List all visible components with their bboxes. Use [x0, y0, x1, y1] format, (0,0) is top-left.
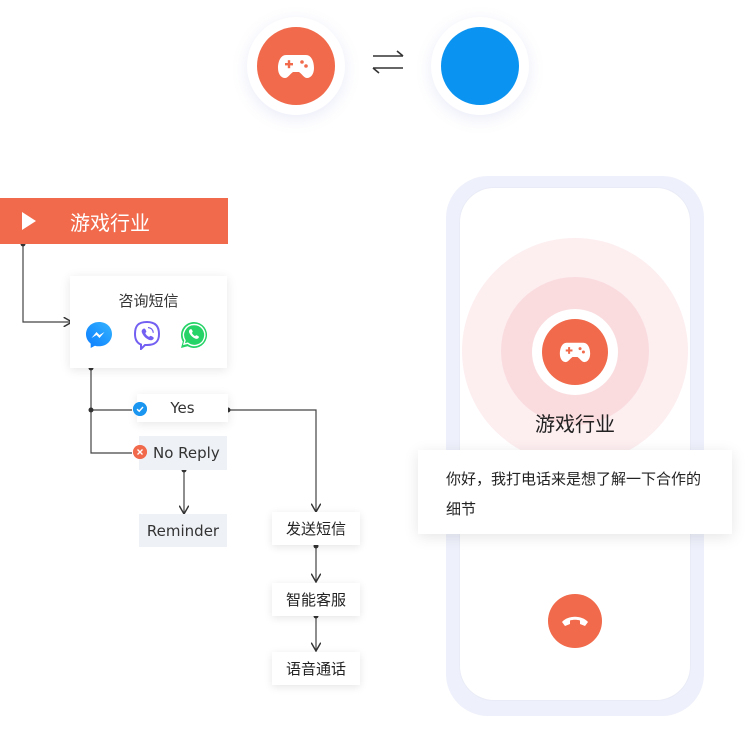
reminder-label: Reminder	[146, 521, 220, 540]
step-send-sms: 发送短信	[272, 512, 360, 545]
industry-banner: 游戏行业	[0, 198, 228, 244]
hangup-button[interactable]	[548, 594, 602, 648]
game-avatar-circle	[257, 27, 335, 105]
no-reply-branch: No Reply	[139, 436, 227, 470]
caller-name: 游戏行业	[535, 412, 615, 436]
viber-icon	[133, 320, 161, 350]
blue-avatar	[431, 17, 529, 115]
cross-icon	[133, 445, 147, 459]
gamepad-icon	[559, 342, 591, 363]
step-label: 语音通话	[285, 660, 346, 678]
yes-branch: Yes	[137, 394, 228, 422]
whatsapp-icon	[181, 321, 208, 348]
messenger-icon	[86, 322, 112, 348]
check-icon	[133, 402, 147, 416]
swap-arrows-icon	[372, 50, 404, 74]
no-reply-label: No Reply	[153, 444, 220, 462]
message-text: 你好，我打电话来是想了解一下合作的细节	[446, 470, 702, 518]
blue-avatar-circle	[441, 27, 519, 105]
sms-card: 咨询短信	[70, 276, 227, 368]
reminder-box: Reminder	[139, 514, 227, 547]
message-bubble: 你好，我打电话来是想了解一下合作的细节	[418, 450, 732, 534]
yes-label: Yes	[170, 399, 195, 417]
sms-title: 咨询短信	[118, 292, 179, 310]
caller-avatar	[542, 319, 608, 385]
play-icon	[22, 212, 36, 230]
step-smart-service: 智能客服	[272, 583, 360, 616]
game-avatar	[247, 17, 345, 115]
step-voice-call: 语音通话	[272, 652, 360, 685]
step-label: 智能客服	[285, 591, 346, 609]
gamepad-icon	[278, 55, 314, 78]
hangup-icon	[562, 616, 588, 626]
banner-label: 游戏行业	[70, 210, 150, 235]
step-label: 发送短信	[285, 520, 346, 538]
